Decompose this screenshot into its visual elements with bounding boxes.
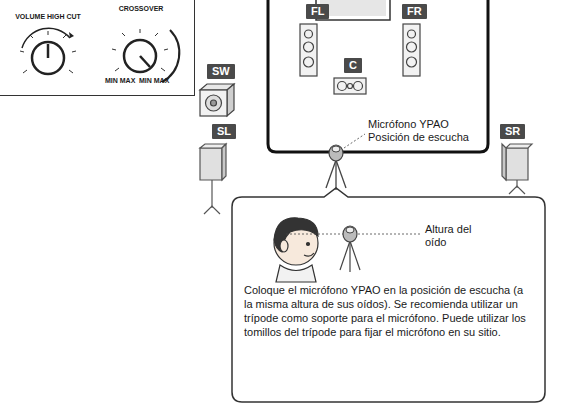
speaker-code: SL bbox=[217, 125, 231, 137]
speaker-code: SR bbox=[505, 125, 520, 137]
speaker-code: C bbox=[349, 59, 357, 71]
speaker-code: FL bbox=[311, 5, 324, 17]
speaker-tag: SR bbox=[500, 124, 525, 139]
knob-label: MIN MAX bbox=[105, 77, 135, 85]
callout-box: Altura del oídoColoque el micrófono YPAO… bbox=[232, 197, 545, 402]
subwoofer-panel: VOLUME HIGH CUT CROSSOVER MIN MAX MIN MAX bbox=[0, 0, 195, 96]
ear-height-label: Altura del oído bbox=[425, 223, 489, 249]
speaker-tag: C bbox=[344, 58, 362, 73]
speaker-tag: SW bbox=[207, 64, 235, 79]
speaker-code: FR bbox=[407, 5, 422, 17]
speaker-tag: FL bbox=[306, 4, 329, 19]
speaker-tag: SL bbox=[212, 124, 236, 139]
microphone-label: Micrófono YPAO Posición de escucha bbox=[368, 118, 480, 144]
speaker-code: SW bbox=[212, 65, 230, 77]
knob-label: CROSSOVER bbox=[111, 5, 171, 13]
callout-border bbox=[232, 188, 545, 402]
knob-label: VOLUME HIGH CUT bbox=[13, 13, 83, 21]
speaker-tag: FR bbox=[402, 4, 427, 19]
knob-label: MIN MAX bbox=[139, 77, 169, 85]
instruction-text: Coloque el micrófono YPAO en la posición… bbox=[244, 283, 532, 339]
